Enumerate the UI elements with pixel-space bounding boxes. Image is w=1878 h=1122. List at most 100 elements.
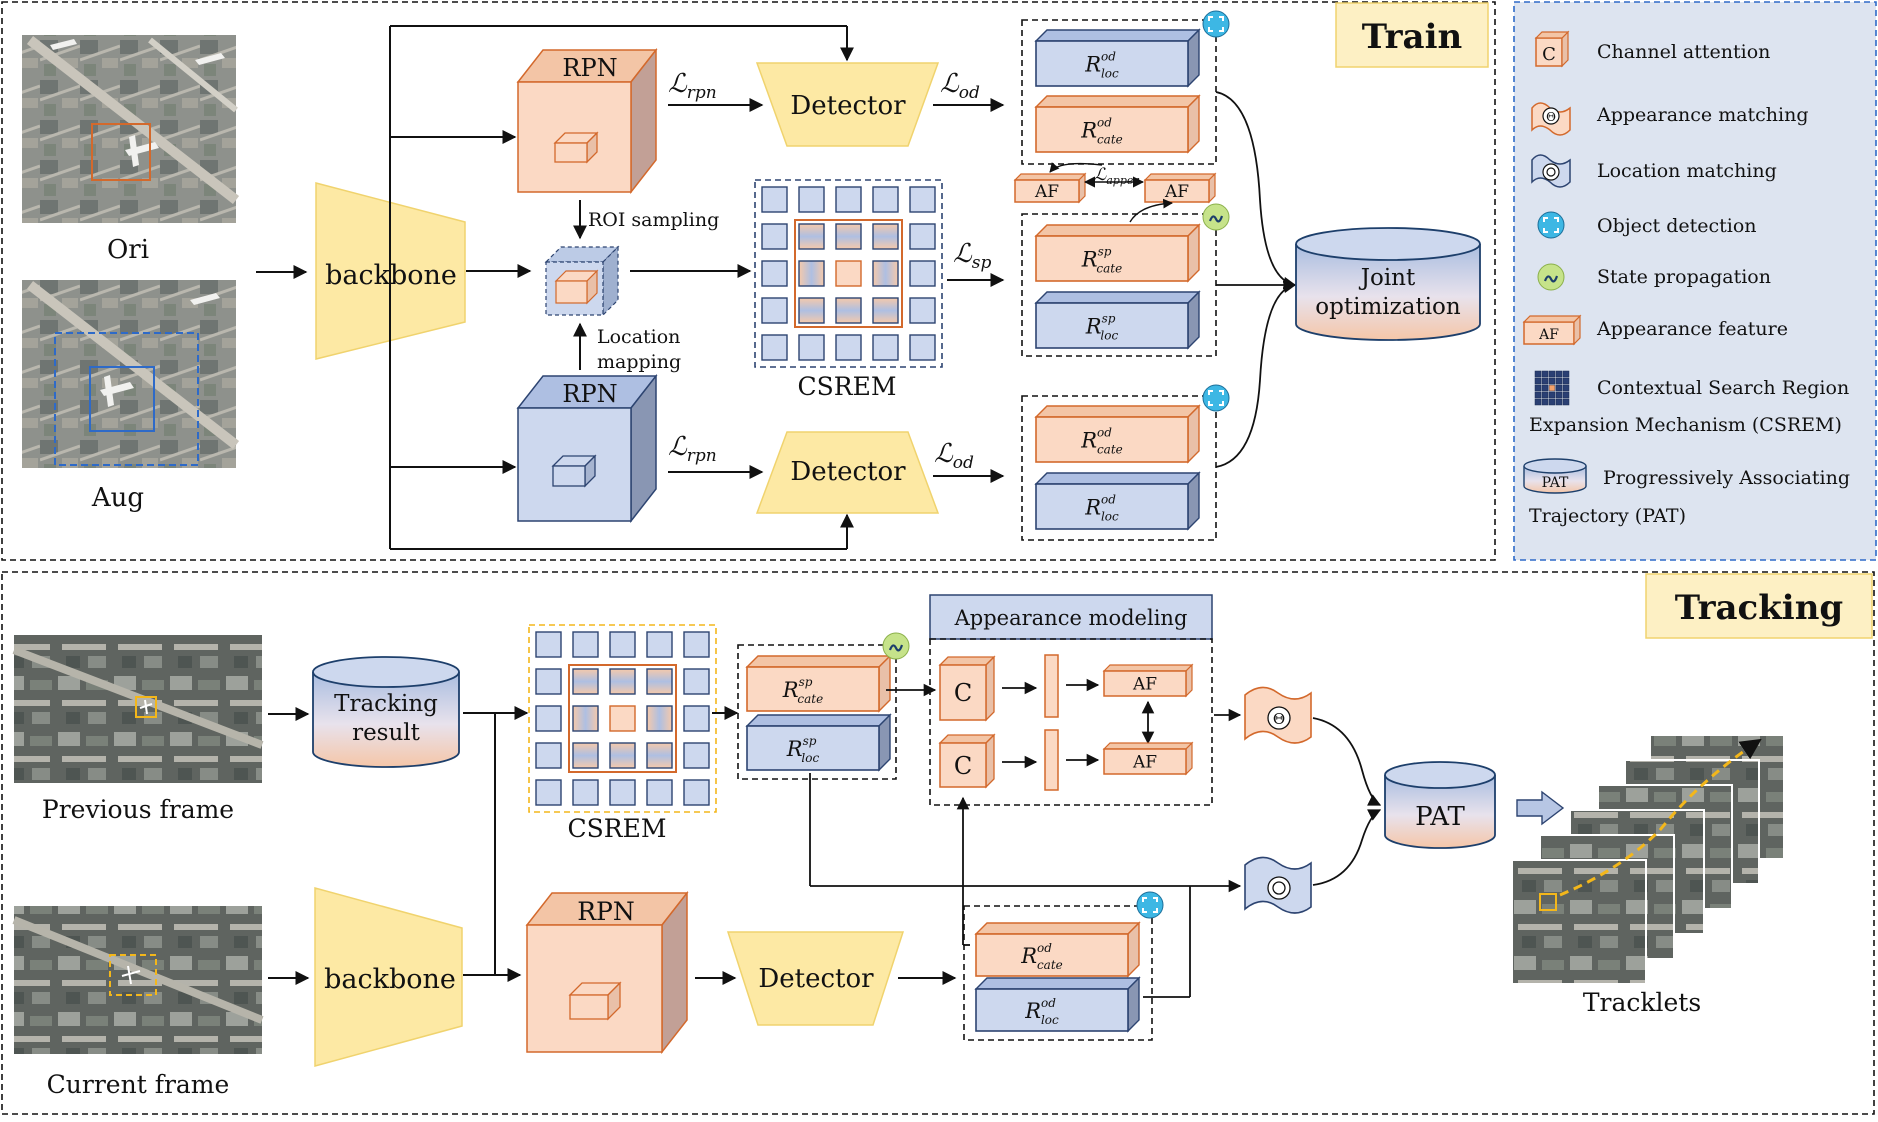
csrem-cell [683, 631, 710, 658]
csrem-cell [835, 186, 862, 213]
appearance-modeling-box [929, 638, 1213, 806]
channel-attention-block-top: C [938, 655, 996, 722]
csrem-cell [609, 668, 636, 695]
csrem-cell [646, 668, 673, 695]
af-left-train: AF [1013, 172, 1087, 204]
appearance-modeling-label: Appearance modeling [954, 606, 1188, 630]
csrem-cell [909, 297, 936, 324]
previous-frame-image [12, 635, 264, 783]
csrem-cell [761, 334, 788, 361]
csrem-cell [535, 631, 562, 658]
csrem-cell [835, 260, 862, 287]
loss-od-top: ℒod [940, 69, 980, 103]
csrem-cell [646, 742, 673, 769]
train-rpn-bottom-label: RPN [562, 380, 617, 408]
roi-feature-cube [544, 245, 620, 317]
current-frame-label: Current frame [47, 1070, 230, 1099]
tracking-csrem-label: CSREM [568, 814, 667, 843]
tracking-rpn-label: RPN [577, 897, 635, 926]
state-propagation-icon-train [1202, 203, 1230, 231]
appearance-feature-legend-icon: AF [1522, 314, 1582, 346]
loss-od-bottom: ℒod [934, 439, 974, 473]
csrem-cell [798, 186, 825, 213]
arrow-sp-cate-af [1129, 198, 1173, 223]
loss-sp: ℒsp [953, 239, 991, 273]
csrem-cell [646, 779, 673, 806]
od-group-bottom [1021, 395, 1217, 541]
feature-vector-bottom [1044, 729, 1059, 791]
csrem-cell [646, 705, 673, 732]
appearance-arrows [809, 678, 1382, 998]
csrem-cell [572, 668, 599, 695]
train-backbone-routes [389, 25, 854, 550]
state-propagation-icon-tracking [882, 632, 910, 660]
legend-appearance-feature: Appearance feature [1596, 318, 1788, 340]
tracking-result-cylinder [312, 656, 460, 768]
csrem-cell [609, 742, 636, 769]
joint-line2: optimization [1315, 294, 1461, 320]
loss-rpn-bottom: ℒrpn [668, 432, 717, 466]
legend-state-propagation: State propagation [1597, 266, 1771, 288]
svg-text:AF: AF [1034, 182, 1059, 202]
csrem-cell [683, 705, 710, 732]
appearance-modeling-header [929, 594, 1213, 640]
csrem-cell [535, 779, 562, 806]
tracking-backbone [314, 887, 463, 1067]
train-detector-bottom-label: Detector [790, 457, 906, 487]
csrem-legend-icon [1534, 370, 1570, 406]
csrem-cell [609, 779, 636, 806]
aug-image [22, 280, 240, 468]
loss-appea: ℒappea [1094, 165, 1140, 187]
tracking-detector-label: Detector [758, 964, 874, 994]
tracking-panel-border [1, 571, 1875, 1115]
tracking-rpn [525, 890, 689, 1055]
tracklets-label: Tracklets [1583, 988, 1701, 1017]
svg-text:C: C [1542, 44, 1556, 65]
svg-text:Θ: Θ [1273, 710, 1285, 728]
csrem-cell [572, 742, 599, 769]
csrem-cell [909, 223, 936, 250]
object-detection-icon-tracking [1136, 891, 1164, 919]
csrem-cell [535, 668, 562, 695]
state-propagation-legend-icon [1537, 263, 1565, 291]
csrem-cell [572, 779, 599, 806]
tracking-title-box [1645, 573, 1873, 639]
arrow-od-cate-af [1049, 162, 1103, 173]
channel-attention-block-bottom: C [938, 733, 996, 789]
appearance-matching-icon: Θ [1531, 102, 1571, 136]
legend-pat-line2: Trajectory (PAT) [1529, 505, 1686, 527]
csrem-cell [872, 334, 899, 361]
roi-sampling-label: ROI sampling [588, 209, 719, 231]
location-mapping-line2: mapping [597, 351, 681, 373]
pat-legend-icon: PAT [1523, 458, 1587, 494]
csrem-cell [872, 297, 899, 324]
legend-appearance-matching: Appearance matching [1596, 104, 1809, 126]
legend-object-detection: Object detection [1597, 215, 1757, 237]
train-detector-top-label: Detector [790, 91, 906, 121]
location-matching-tracking [1244, 856, 1312, 914]
sp-group-tracking [737, 644, 897, 780]
tracking-detector [726, 931, 905, 1026]
csrem-cell [761, 297, 788, 324]
csrem-cell [683, 742, 710, 769]
tracklets-stack [1511, 734, 1785, 985]
csrem-cell [646, 631, 673, 658]
joint-line1: Joint [1359, 265, 1416, 291]
csrem-cell [798, 223, 825, 250]
svg-text:PAT: PAT [1542, 475, 1569, 491]
svg-text:AF: AF [1164, 182, 1189, 202]
csrem-cell [835, 334, 862, 361]
csrem-cell [535, 742, 562, 769]
object-detection-legend-icon [1537, 211, 1565, 239]
legend-csrem-line2: Expansion Mechanism (CSREM) [1529, 414, 1842, 436]
